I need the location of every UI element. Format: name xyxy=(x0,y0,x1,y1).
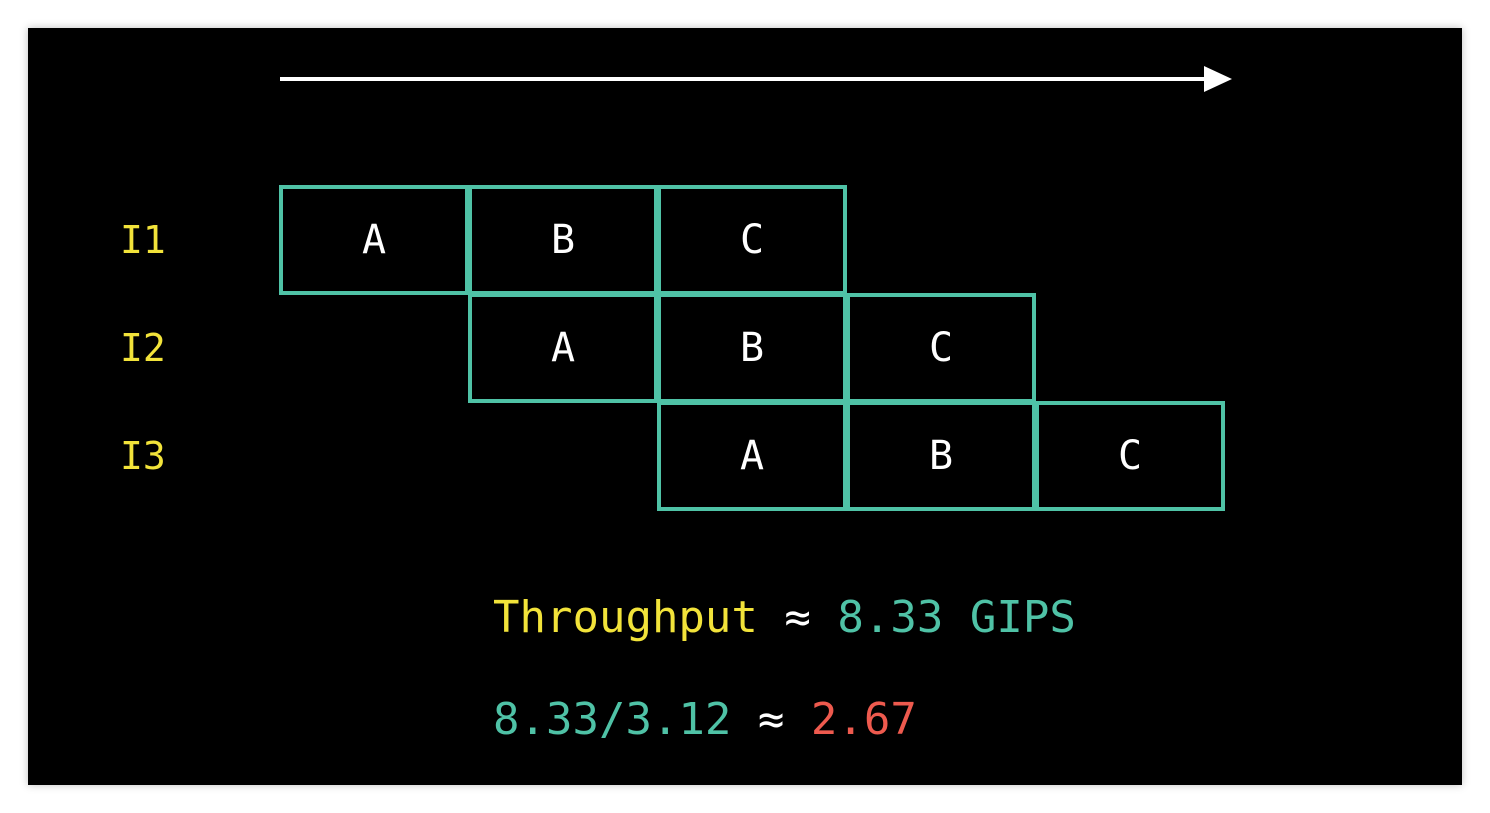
cell-i3-stage-b: B xyxy=(846,401,1036,511)
speedup-result: 2.67 xyxy=(810,694,917,745)
approx-symbol: ≈ xyxy=(757,694,785,745)
row-label-i2: I2 xyxy=(120,326,166,370)
cell-i2-stage-c: C xyxy=(846,293,1036,403)
cell-i2-stage-a: A xyxy=(468,293,658,403)
approx-symbol: ≈ xyxy=(784,592,811,643)
throughput-label: Throughput xyxy=(493,592,758,643)
cell-i3-stage-a: A xyxy=(657,401,847,511)
throughput-formula: Throughput ≈ 8.33 GIPS xyxy=(493,590,1076,646)
cell-i1-stage-c: C xyxy=(657,185,847,295)
cell-i1-stage-b: B xyxy=(468,185,658,295)
pipeline-slide: I1 I2 I3 A B C A B C A B C Throughput ≈ … xyxy=(28,28,1462,785)
row-label-i1: I1 xyxy=(120,218,166,262)
speedup-formula: 8.33/3.12 ≈ 2.67 xyxy=(493,692,917,748)
cell-i3-stage-c: C xyxy=(1035,401,1225,511)
throughput-value: 8.33 GIPS xyxy=(837,592,1076,643)
time-arrow-icon xyxy=(280,66,1232,92)
time-arrow-head xyxy=(1204,66,1232,92)
cell-i1-stage-a: A xyxy=(279,185,469,295)
speedup-expression: 8.33/3.12 xyxy=(493,694,732,745)
cell-i2-stage-b: B xyxy=(657,293,847,403)
row-label-i3: I3 xyxy=(120,434,166,478)
